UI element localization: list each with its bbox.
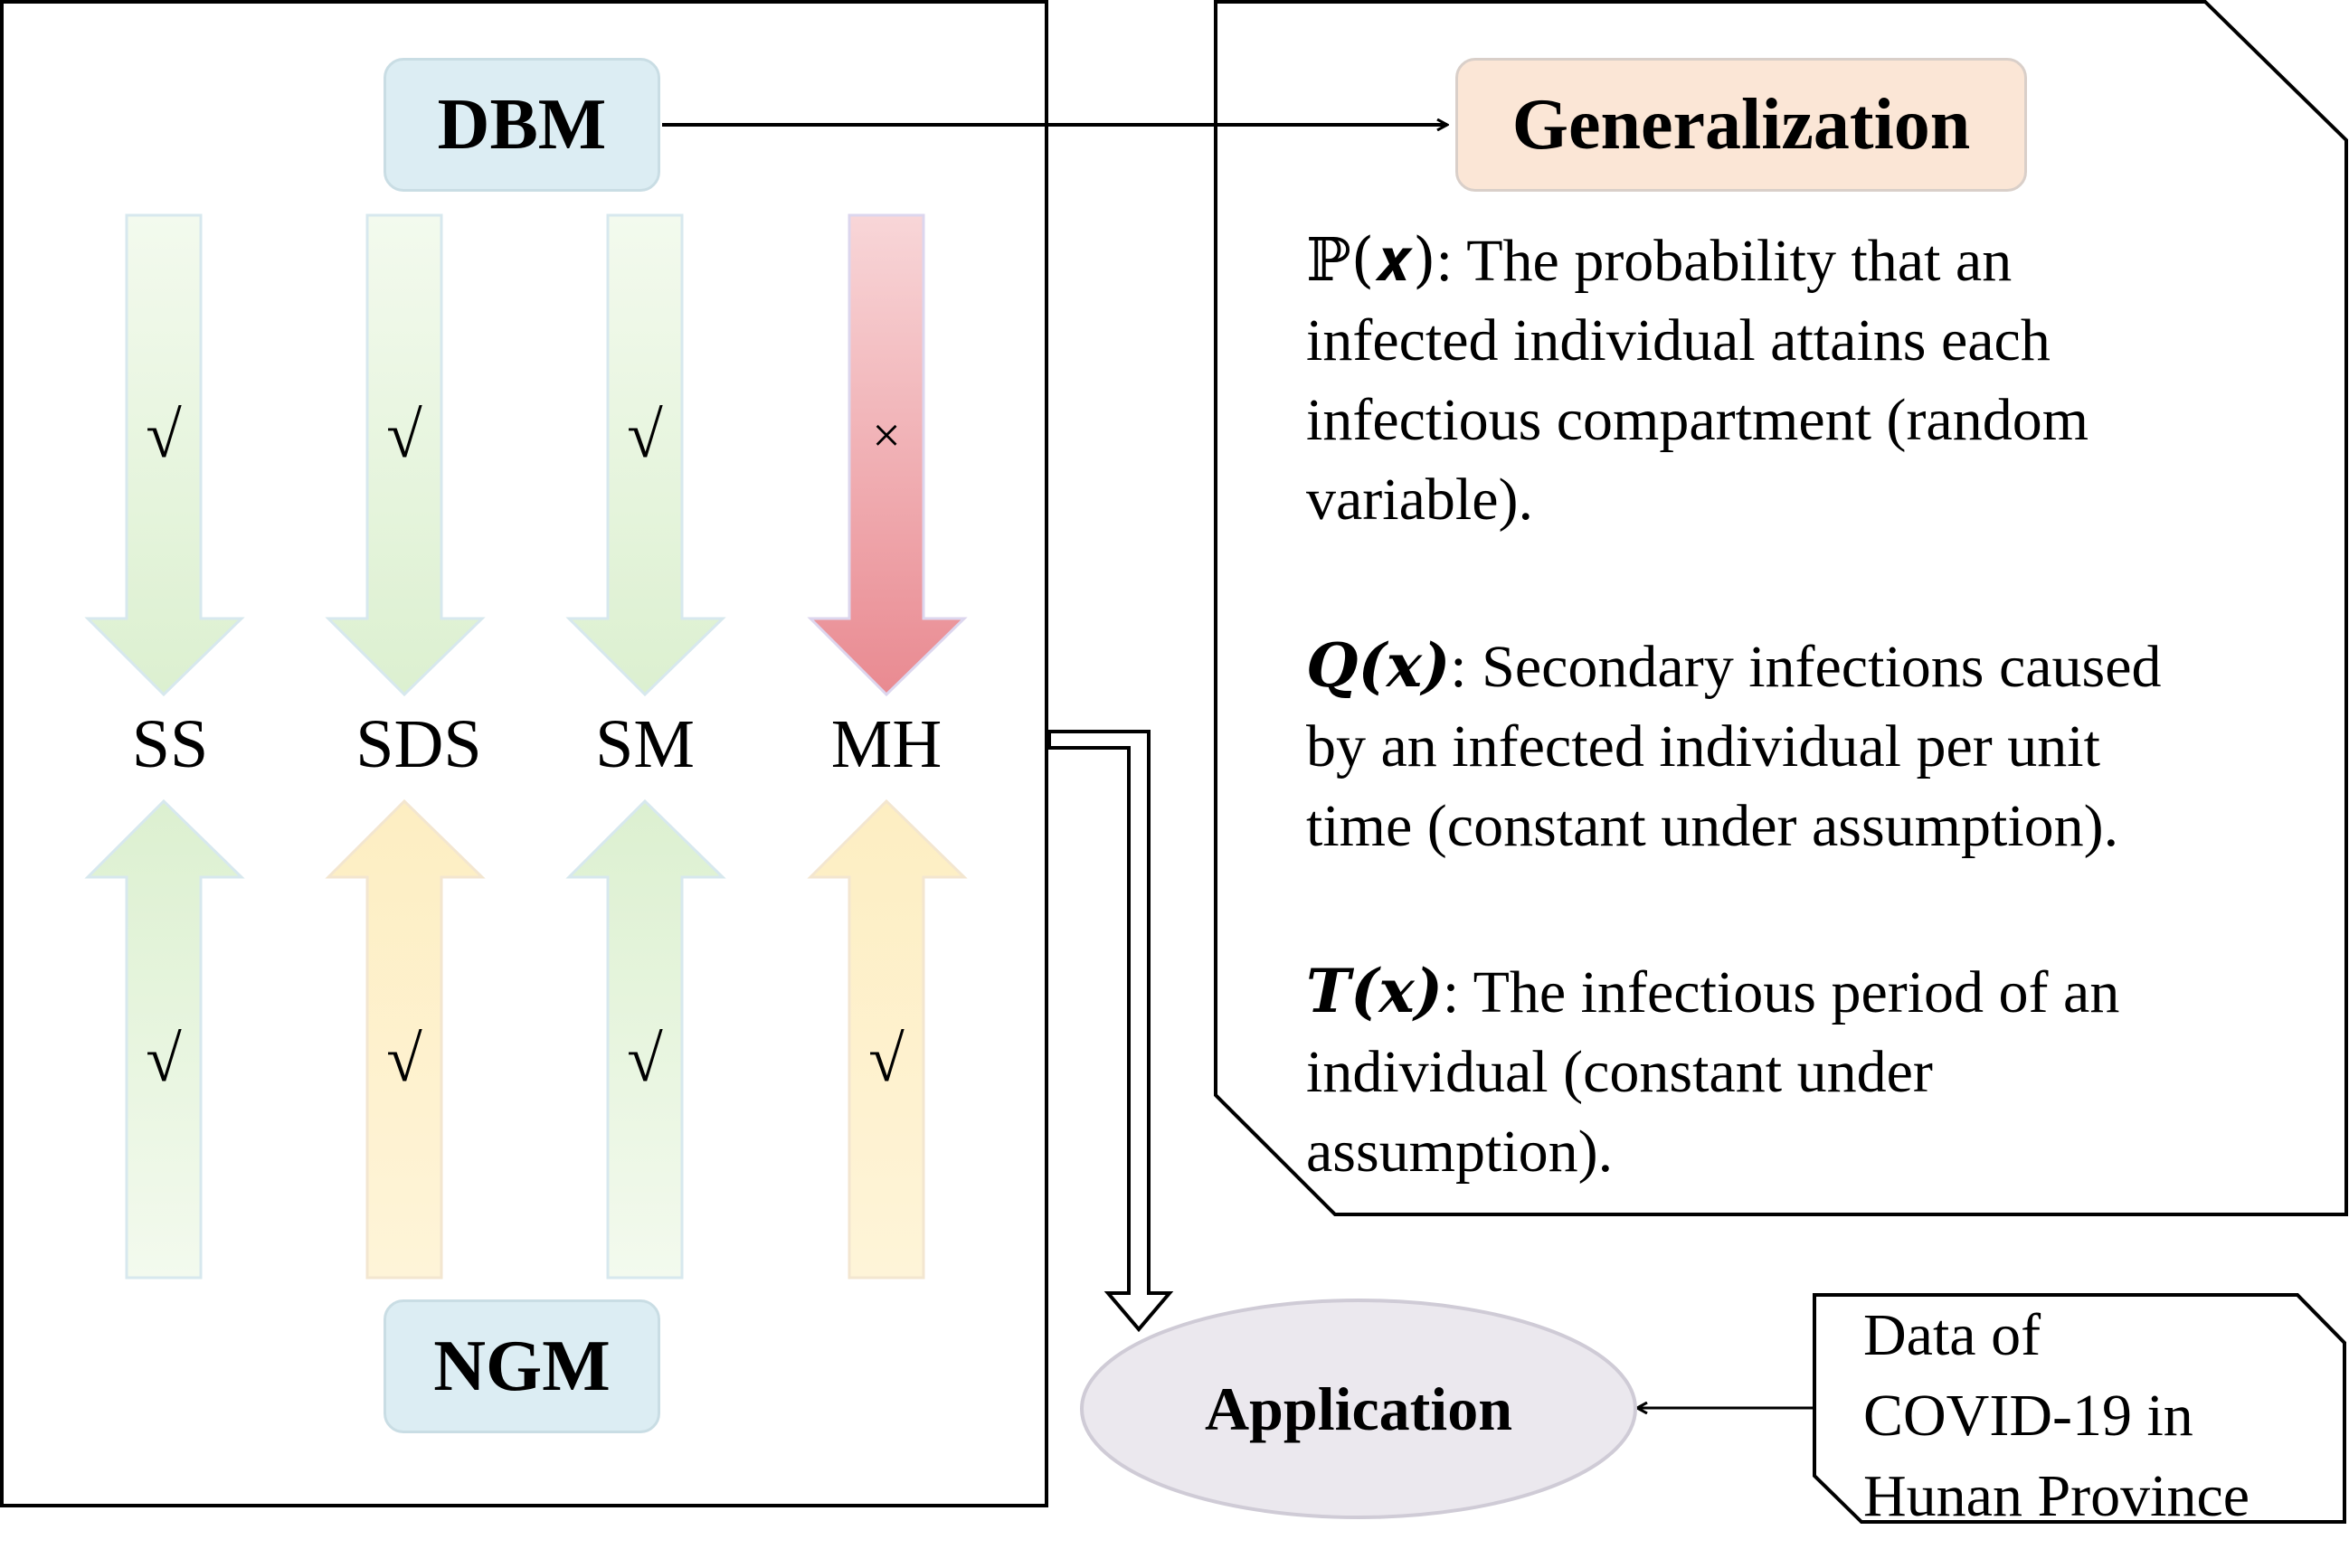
ngm-mark-sds: √ <box>386 1023 422 1095</box>
application-label: Application <box>1204 1374 1513 1443</box>
item-q-line-1: : Secondary infections caused <box>1450 634 2162 700</box>
ngm-label: NGM <box>433 1326 611 1406</box>
item-t-line-1: : The infectious period of an <box>1442 959 2120 1025</box>
dbm-arrow-ss <box>84 213 245 697</box>
data-source-line-3: Hunan Province <box>1863 1463 2250 1529</box>
dbm-mark-ss: √ <box>146 399 182 471</box>
dbm-arrows <box>84 213 968 697</box>
generalization-box: Generalization <box>1455 58 2027 192</box>
symbol-p: ℙ(𝒙) <box>1306 225 1436 295</box>
item-q-line-2: by an infected individual per unit <box>1306 713 2100 779</box>
dbm-arrow-sds <box>325 213 486 697</box>
dbm-arrow-sm <box>565 213 726 697</box>
ngm-arrow-sm <box>565 798 726 1280</box>
ngm-mark-sm: √ <box>627 1023 663 1095</box>
generalization-item-secondary: Q(𝒙): Secondary infections caused by an … <box>1306 626 2319 866</box>
left-panel-frame <box>0 0 1048 1507</box>
ngm-arrow-ss <box>84 798 245 1280</box>
generalization-item-probability: ℙ(𝒙): The probability that an infected i… <box>1306 221 2319 540</box>
method-label-sm: SM <box>595 706 695 782</box>
dbm-mark-sds: √ <box>386 399 422 471</box>
item-p-line-1: : The probability that an <box>1435 228 2013 294</box>
panel-to-application-connector <box>1047 730 1174 1333</box>
item-t-line-2: individual (constant under <box>1306 1039 1933 1105</box>
symbol-t: T(𝒙) <box>1306 956 1443 1026</box>
data-source-frame <box>1813 1293 2346 1524</box>
method-label-mh: MH <box>830 706 942 782</box>
symbol-q: Q(𝒙) <box>1306 630 1451 701</box>
application-ellipse <box>1080 1299 1637 1519</box>
dbm-arrow-mh <box>807 213 968 697</box>
method-label-sds: SDS <box>355 706 482 782</box>
ngm-mark-ss: √ <box>146 1023 182 1095</box>
dbm-mark-mh: × <box>872 408 901 464</box>
ngm-arrows <box>84 798 968 1280</box>
dbm-label: DBM <box>437 84 607 165</box>
item-p-line-2: infected individual attains each <box>1306 307 2051 373</box>
dbm-mark-sm: √ <box>627 399 663 471</box>
data-source-line-1: Data of <box>1863 1302 2041 1368</box>
item-p-line-3: infectious compartment (random <box>1306 387 2089 453</box>
method-label-ss: SS <box>131 706 209 782</box>
ngm-arrow-sds <box>325 798 486 1280</box>
ngm-mark-mh: √ <box>868 1023 905 1095</box>
dbm-box: DBM <box>384 58 660 192</box>
generalization-title: Generalization <box>1511 84 1971 165</box>
generalization-item-period: T(𝒙): The infectious period of an indivi… <box>1306 951 2319 1192</box>
ngm-box: NGM <box>384 1299 660 1433</box>
data-source-line-2: COVID-19 in <box>1863 1383 2193 1449</box>
generalization-panel-frame <box>1214 0 2348 1216</box>
item-p-line-4: variable). <box>1306 467 1534 533</box>
data-source-text: Data of COVID-19 in Hunan Province <box>1863 1295 2343 1536</box>
item-q-line-3: time (constant under assumption). <box>1306 793 2119 859</box>
item-t-line-3: assumption). <box>1306 1119 1614 1185</box>
ngm-arrow-mh <box>807 798 968 1280</box>
